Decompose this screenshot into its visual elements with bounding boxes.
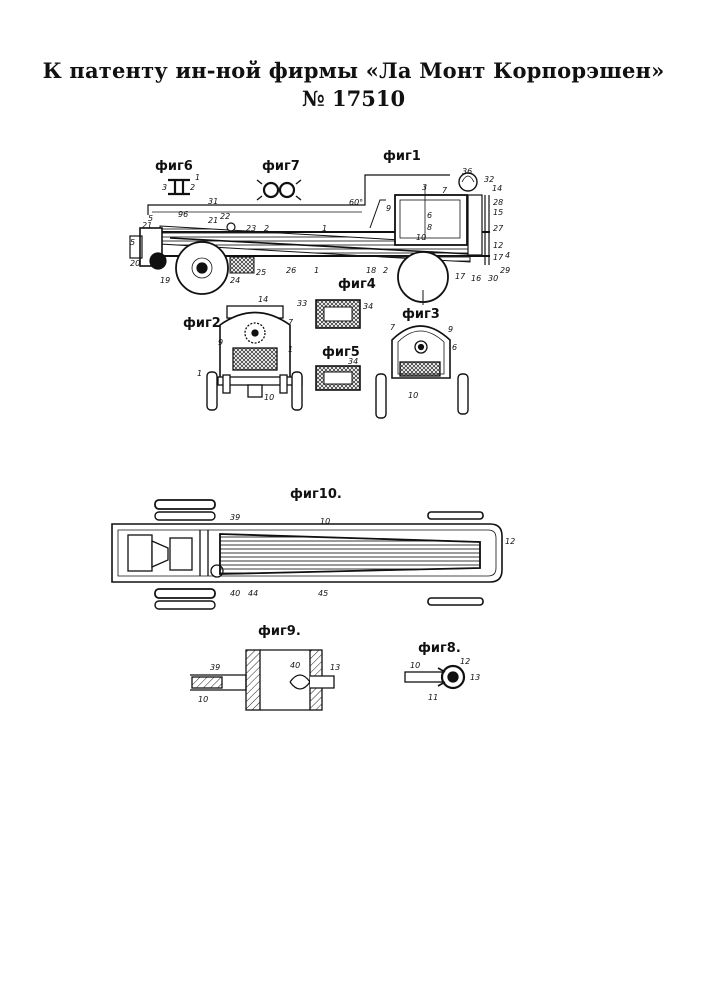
fig3-label-10: 10 bbox=[408, 391, 418, 400]
fig10-label-44: 44 bbox=[248, 589, 258, 598]
label-8: 8 bbox=[427, 223, 432, 232]
label-9: 9 bbox=[386, 204, 391, 213]
figure-5: фиг5 34 bbox=[316, 345, 360, 390]
label-96: 96 bbox=[178, 210, 188, 219]
fig1-title: фиг1 bbox=[383, 149, 421, 164]
fig9-label-40: 40 bbox=[290, 661, 300, 670]
label-31: 31 bbox=[208, 197, 218, 206]
label-26: 26 bbox=[286, 266, 296, 275]
label-4: 4 bbox=[505, 251, 510, 260]
label-15: 15 bbox=[493, 208, 503, 217]
fig6-label-3: 3 bbox=[162, 183, 167, 192]
fig10-label-39: 39 bbox=[230, 513, 240, 522]
label-21b: 21 bbox=[208, 216, 218, 225]
label-3: 3 bbox=[422, 183, 427, 192]
label-28: 28 bbox=[493, 198, 503, 207]
label-1-top: 1 bbox=[322, 224, 327, 233]
fig7-title: фиг7 bbox=[262, 159, 300, 174]
fig10-label-10: 10 bbox=[320, 517, 330, 526]
fig6-title: фиг6 bbox=[155, 159, 193, 174]
label-23: 23 bbox=[246, 224, 256, 233]
fig3-label-9: 9 bbox=[448, 325, 453, 334]
fig3-title: фиг3 bbox=[402, 307, 440, 322]
label-29: 29 bbox=[500, 266, 510, 275]
figure-3-rear-view bbox=[376, 326, 468, 418]
fig9-label-39: 39 bbox=[210, 663, 220, 672]
label-25: 25 bbox=[256, 268, 266, 277]
label-1-bottom: 1 bbox=[314, 266, 319, 275]
label-21: 21 bbox=[142, 221, 152, 230]
label-12: 12 bbox=[493, 241, 503, 250]
label-18: 18 bbox=[366, 266, 376, 275]
fig9-label-13: 13 bbox=[330, 663, 340, 672]
label-6: 6 bbox=[427, 211, 432, 220]
label-5: 5 bbox=[130, 238, 135, 247]
label-30: 30 bbox=[488, 274, 498, 283]
fig8-label-11: 11 bbox=[428, 693, 438, 702]
label-7: 7 bbox=[442, 186, 448, 195]
fig5-label-34: 34 bbox=[348, 357, 358, 366]
figure-10-plan-view bbox=[112, 500, 502, 609]
fig2-title: фиг2 bbox=[183, 316, 221, 331]
fig6-label-1: 1 bbox=[195, 173, 200, 182]
fig10-label-12: 12 bbox=[505, 537, 515, 546]
fig4-label-33: 33 bbox=[297, 299, 307, 308]
fig10-title: фиг10. bbox=[290, 487, 342, 502]
label-32: 32 bbox=[484, 175, 494, 184]
label-16: 16 bbox=[471, 274, 481, 283]
fig6-label-2: 2 bbox=[190, 183, 195, 192]
fig8-label-12: 12 bbox=[460, 657, 470, 666]
fig2-label-14: 14 bbox=[258, 295, 268, 304]
fig2-label-10: 10 bbox=[264, 393, 274, 402]
label-36: 36 bbox=[462, 167, 472, 176]
fig4-title: фиг4 bbox=[338, 277, 376, 292]
label-14: 14 bbox=[492, 184, 502, 193]
fig8-label-13: 13 bbox=[470, 673, 480, 682]
fig8-title: фиг8. bbox=[418, 641, 461, 656]
figure-4: фиг4 33 34 bbox=[297, 277, 376, 328]
label-10: 10 bbox=[416, 233, 426, 242]
fig10-label-45: 45 bbox=[318, 589, 328, 598]
label-2-top: 2 bbox=[264, 224, 269, 233]
fig2-label-1-left: 1 bbox=[197, 369, 202, 378]
label-17: 17 bbox=[455, 272, 466, 281]
fig3-label-6: 6 bbox=[452, 343, 457, 352]
fig4-label-34: 34 bbox=[363, 302, 373, 311]
fig3-label-7: 7 bbox=[390, 323, 396, 332]
fig10-label-40: 40 bbox=[230, 589, 240, 598]
label-2-bottom: 2 bbox=[383, 266, 388, 275]
fig9-title: фиг9. bbox=[258, 624, 301, 639]
fig2-label-9: 9 bbox=[218, 338, 223, 347]
label-17-right: 17 bbox=[493, 253, 504, 262]
label-24: 24 bbox=[230, 276, 240, 285]
label-22: 22 bbox=[220, 212, 230, 221]
figure-7: фиг7 bbox=[257, 159, 301, 200]
fig9-label-10: 10 bbox=[198, 695, 208, 704]
label-19: 19 bbox=[160, 276, 170, 285]
figure-9 bbox=[190, 650, 334, 710]
fig2-label-1: 1 bbox=[288, 345, 293, 354]
figure-6: фиг6 3 1 2 bbox=[155, 159, 200, 194]
label-angle: 60° bbox=[349, 198, 363, 207]
label-20: 20 bbox=[130, 259, 140, 268]
label-27: 27 bbox=[493, 224, 504, 233]
fig2-label-7: 7 bbox=[288, 318, 294, 327]
fig8-label-10: 10 bbox=[410, 661, 420, 670]
